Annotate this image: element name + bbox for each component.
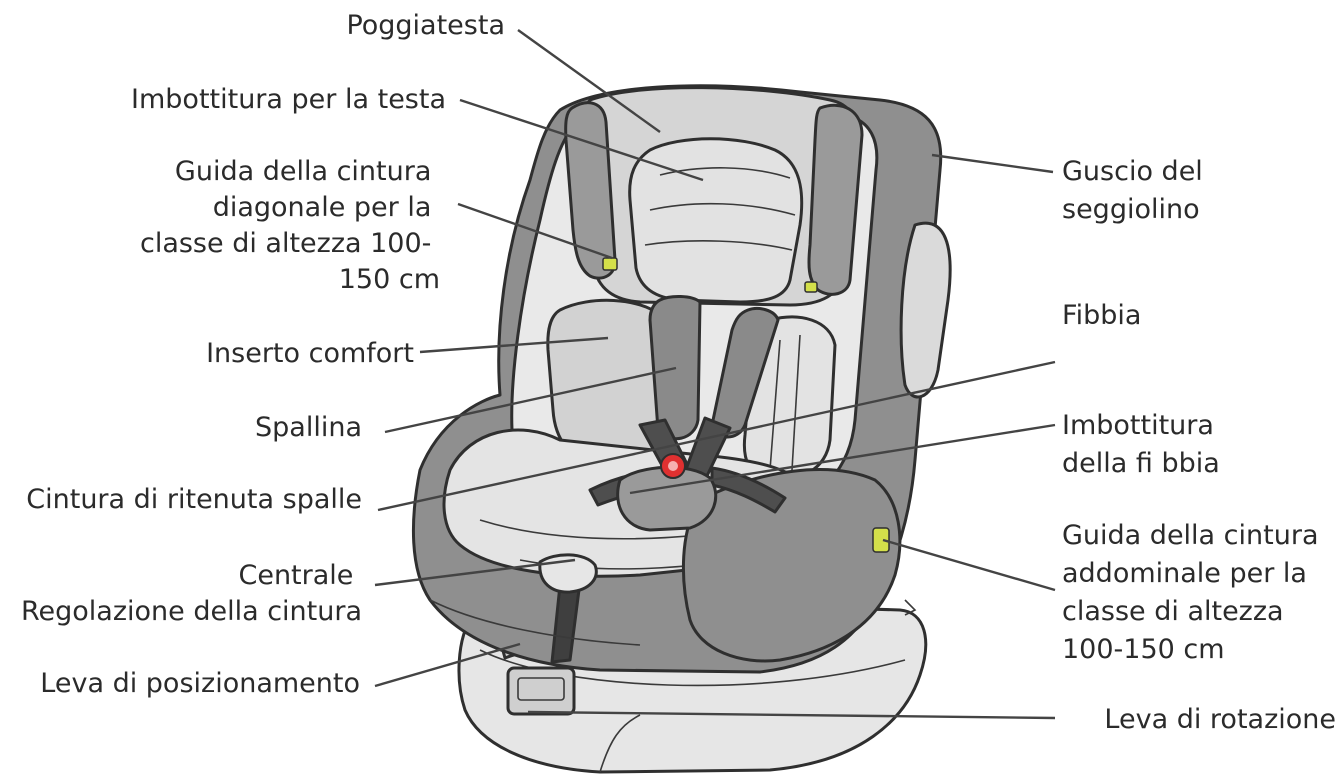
label-guida-addominale: Guida della cintura addominale per la cl… [1062, 520, 1327, 665]
label-poggiatesta: Poggiatesta [346, 10, 505, 41]
leader-leva-rot [527, 710, 1056, 720]
leader-imbottitura-fibbia [629, 423, 1056, 495]
label-guida-diagonale: Guida della cintura diagonale per la cla… [140, 156, 440, 295]
label-imbottitura-testa: Imbottitura per la testa [131, 84, 446, 115]
leader-cintura-spalle [377, 360, 1056, 512]
label-leva-rotazione: Leva di rotazione [1104, 704, 1336, 735]
side-wing [899, 221, 952, 399]
label-guscio: Guscio del seggiolino [1062, 156, 1211, 225]
leader-regolazione [374, 558, 576, 587]
label-fibbia: Fibbia [1062, 300, 1141, 331]
leader-spallina [384, 366, 677, 434]
label-cintura-spalle: Cintura di ritenuta spalle [26, 484, 362, 515]
diagonal-belt-guide [602, 257, 618, 271]
leader-leva-pos [374, 642, 521, 688]
labels: Poggiatesta Imbottitura per la testa Gui… [21, 10, 1336, 735]
leader-lines [374, 29, 1056, 720]
leader-imbottitura-testa [459, 98, 704, 182]
leader-guida-addominale [882, 538, 1056, 592]
leader-guscio [931, 153, 1054, 174]
leader-inserto [419, 336, 609, 354]
label-regolazione: Centrale Regolazione della cintura [21, 560, 362, 627]
car-seat-illustration [411, 84, 952, 774]
label-inserto-comfort: Inserto comfort [206, 338, 414, 369]
leader-guida-diagonale [457, 202, 613, 260]
lap-belt-guide [872, 527, 890, 553]
central-adjuster [538, 553, 598, 594]
label-leva-posizionamento: Leva di posizionamento [40, 668, 360, 699]
leader-poggiatesta [517, 29, 661, 133]
label-imbottitura-fibbia: Imbottitura della fi bbia [1062, 410, 1223, 479]
label-spallina: Spallina [255, 412, 362, 443]
head-padding [628, 137, 804, 304]
rotation-lever [506, 666, 576, 716]
